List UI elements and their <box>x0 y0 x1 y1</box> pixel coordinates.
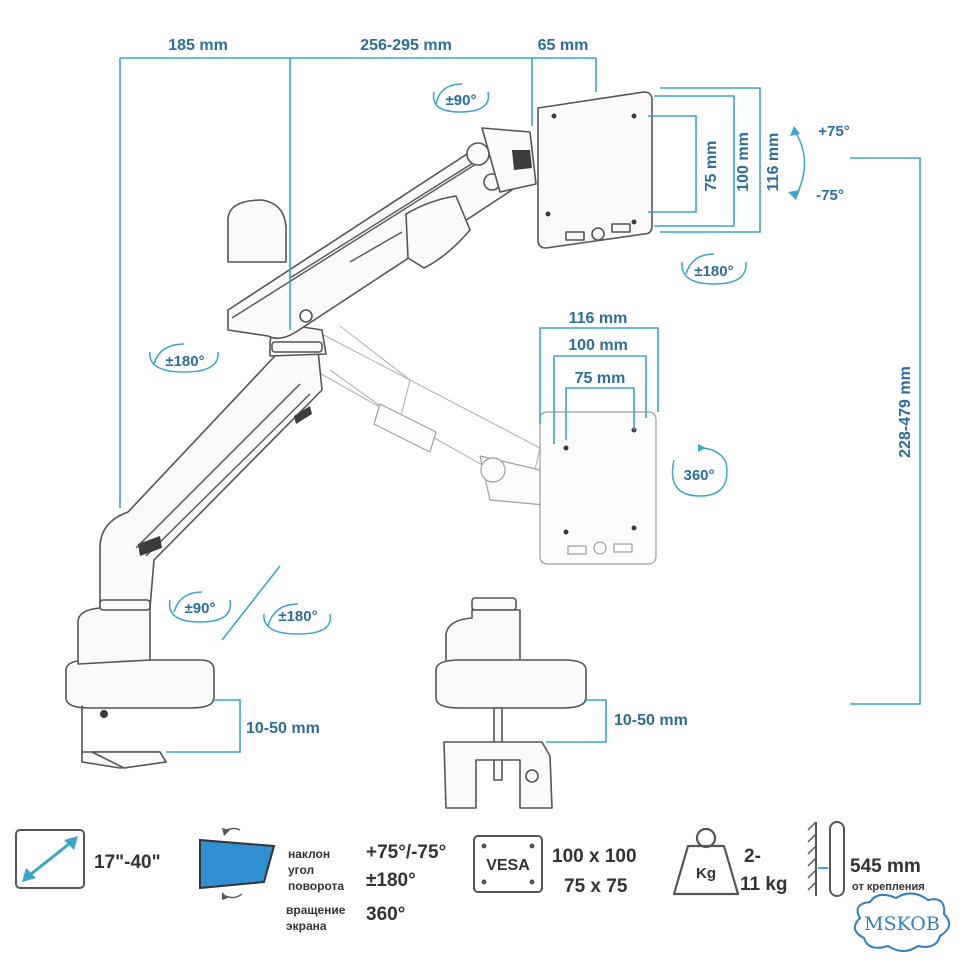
vesa-value-2: 75 x 75 <box>564 876 628 897</box>
rotate-value: 360° <box>366 904 405 925</box>
weight-value-2: 11 kg <box>740 874 788 895</box>
vesa-value-1: 100 x 100 <box>552 846 637 867</box>
angle-base-swivel-text: ±180° <box>278 608 317 625</box>
tilt-label: наклон <box>288 847 330 861</box>
dim-clamp-right: 10-50 mm <box>614 712 688 729</box>
dim-vesa-75: 75 mm <box>575 370 626 387</box>
spec-vesa: VESA 100 x 100 75 x 75 <box>473 835 637 897</box>
swivel-label-2: поворота <box>288 879 344 893</box>
angle-plate-swivel-text: ±180° <box>694 263 733 280</box>
clamp-base-right <box>435 597 587 809</box>
angle-plate-swivel: ±180° <box>681 253 747 285</box>
arm-head <box>481 91 653 249</box>
angle-tilt-down: -75° <box>816 187 844 204</box>
screen-size-text: 17"-40" <box>94 852 161 873</box>
rotate-label-1: вращение <box>286 903 346 917</box>
spec-weight: Kg 2- 11 kg <box>672 827 788 896</box>
rotate-label-2: экрана <box>286 919 327 933</box>
brand-cloud-icon <box>853 892 951 952</box>
arm-ghost-position <box>299 325 546 506</box>
vesa-icon <box>473 835 543 893</box>
dim-top-mid: 256-295 mm <box>360 37 452 54</box>
angle-tilt-up: +75° <box>818 123 849 140</box>
vesa-icon-label: VESA <box>486 857 530 874</box>
dim-top-right: 65 mm <box>538 37 589 54</box>
weight-icon-label: Kg <box>696 865 716 882</box>
arm-column-lower <box>99 339 323 611</box>
angle-base-rot-text: ±90° <box>185 600 216 617</box>
weight-icon: Kg <box>672 827 740 896</box>
dim-top-left: 185 mm <box>168 37 228 54</box>
dim-plate-116: 116 mm <box>765 133 782 192</box>
monitor-arm-illustration <box>65 91 657 809</box>
weight-value-1: 2- <box>744 846 761 867</box>
angle-arm-mid-text: ±180° <box>165 353 204 370</box>
dim-height-range: 228-479 mm <box>897 366 914 458</box>
arm-upper <box>227 142 513 340</box>
dim-vesa-116: 116 mm <box>569 310 628 327</box>
brand-badge: MSKOB <box>853 892 951 952</box>
angle-top-rot-text: ±90° <box>446 92 477 109</box>
clamp-base-left <box>65 607 215 769</box>
spec-adjustments: наклон угол поворота вращение экрана +75… <box>199 827 446 933</box>
wall-icon <box>807 821 845 897</box>
angle-arm-mid: ±180° <box>149 343 219 373</box>
vesa-plate-front <box>539 411 657 565</box>
dimension-lines <box>119 57 921 753</box>
dim-plate-100: 100 mm <box>735 132 752 192</box>
angle-base-swivel: ±180° <box>263 603 332 635</box>
dim-clamp-left: 10-50 mm <box>246 720 320 737</box>
brand-text: MSKOB <box>864 913 940 935</box>
spec-reach: 545 mm от крепления <box>807 821 925 897</box>
dim-plate-75: 75 mm <box>703 141 720 192</box>
swivel-label-1: угол <box>288 863 314 877</box>
reach-label: от крепления <box>852 881 925 893</box>
angle-base-rot: ±90° <box>168 591 232 623</box>
swivel-value: ±180° <box>366 870 416 891</box>
angle-screen-rotate-text: 360° <box>683 467 714 484</box>
tilt-value: +75°/-75° <box>366 842 446 863</box>
tilt-screen-icon <box>199 827 276 900</box>
screen-size-icon <box>15 829 85 889</box>
angle-top-rot: ±90° <box>432 83 490 113</box>
spec-screen-size: 17"-40" <box>15 829 161 889</box>
angle-screen-rotate: 360° <box>671 444 728 497</box>
dim-vesa-100: 100 mm <box>568 337 628 354</box>
reach-value: 545 mm <box>850 856 921 877</box>
angle-tilt: +75° -75° <box>788 123 850 204</box>
